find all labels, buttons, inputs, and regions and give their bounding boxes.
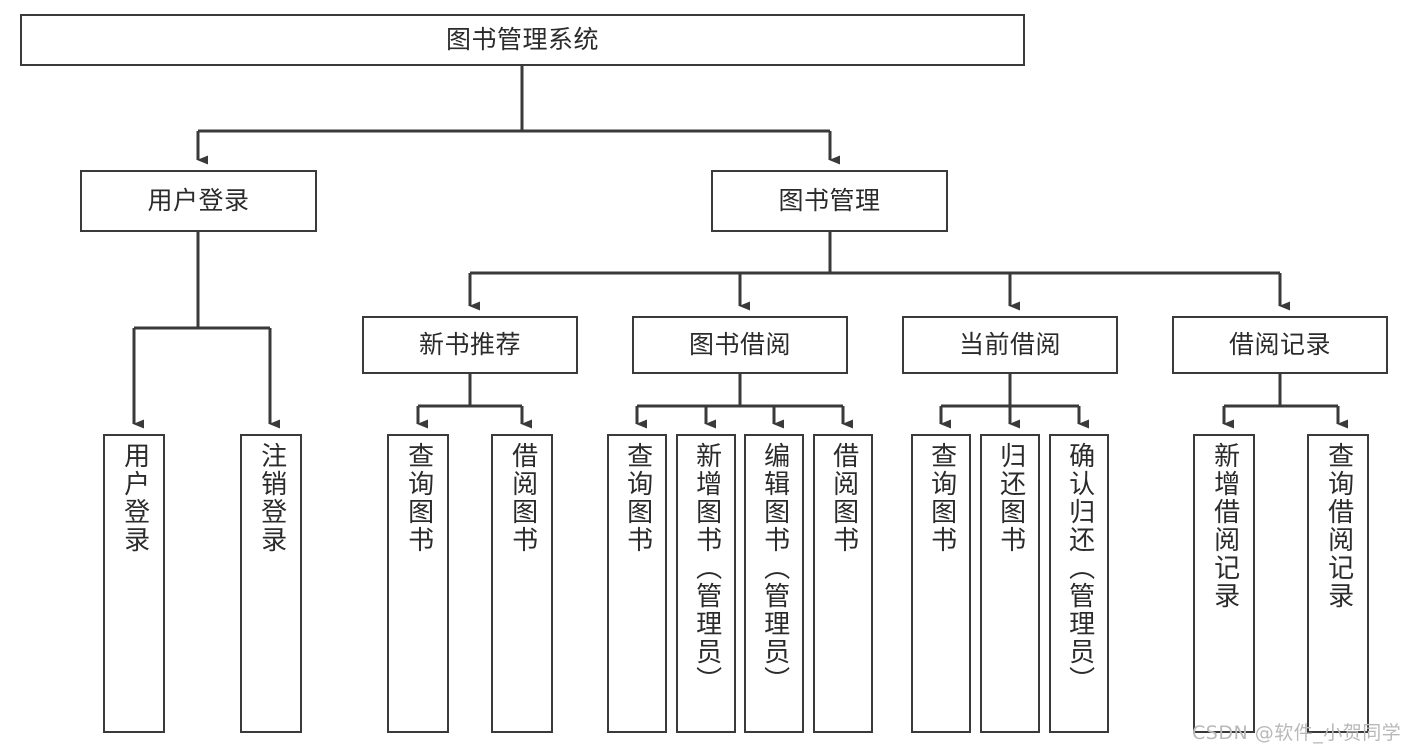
leaf-add-book-admin[interactable]: 新增图书（管理员）	[676, 434, 736, 733]
node-current-borrowing[interactable]: 当前借阅	[902, 316, 1118, 374]
leaf-label: 注销登录	[256, 442, 287, 554]
leaf-label: 查询图书	[403, 442, 434, 554]
node-label: 新书推荐	[418, 330, 521, 360]
leaf-confirm-return-admin[interactable]: 确认归还（管理员）	[1049, 434, 1109, 733]
csdn-watermark: CSDN @软件_小贺同学	[1192, 722, 1402, 744]
leaf-add-borrow-record[interactable]: 新增借阅记录	[1193, 434, 1255, 733]
leaf-label: 借阅图书	[828, 442, 859, 554]
node-label: 借阅记录	[1228, 330, 1331, 360]
node-borrow-records[interactable]: 借阅记录	[1172, 316, 1388, 374]
node-new-book-recommendation[interactable]: 新书推荐	[362, 316, 578, 374]
leaf-borrow-books-newbook[interactable]: 借阅图书	[491, 434, 553, 733]
node-label: 图书借阅	[688, 330, 791, 360]
node-root-book-management-system[interactable]: 图书管理系统	[20, 14, 1025, 66]
leaf-query-books-newbook[interactable]: 查询图书	[387, 434, 449, 733]
leaf-label: 查询借阅记录	[1323, 442, 1354, 610]
leaf-label: 用户登录	[119, 442, 150, 554]
leaf-query-books-borrow[interactable]: 查询图书	[607, 434, 667, 733]
leaf-label: 借阅图书	[507, 442, 538, 554]
node-book-borrowing[interactable]: 图书借阅	[632, 316, 848, 374]
node-book-management[interactable]: 图书管理	[711, 170, 948, 232]
node-label: 当前借阅	[958, 330, 1061, 360]
leaf-edit-book-admin[interactable]: 编辑图书（管理员）	[744, 434, 804, 733]
leaf-query-borrow-record[interactable]: 查询借阅记录	[1307, 434, 1369, 733]
leaf-label: 编辑图书（管理员）	[759, 442, 790, 694]
leaf-label: 查询图书	[622, 442, 653, 554]
leaf-label: 新增图书（管理员）	[691, 442, 722, 694]
node-label: 用户登录	[147, 186, 250, 216]
node-user-login[interactable]: 用户登录	[80, 170, 317, 232]
leaf-label: 确认归还（管理员）	[1064, 442, 1095, 694]
leaf-logout[interactable]: 注销登录	[240, 434, 302, 733]
leaf-label: 新增借阅记录	[1209, 442, 1240, 610]
leaf-return-books[interactable]: 归还图书	[980, 434, 1040, 733]
leaf-borrow-books[interactable]: 借阅图书	[813, 434, 873, 733]
leaf-query-books-current[interactable]: 查询图书	[911, 434, 971, 733]
leaf-label: 查询图书	[926, 442, 957, 554]
node-label: 图书管理	[778, 186, 881, 216]
leaf-user-login[interactable]: 用户登录	[103, 434, 165, 733]
node-label: 图书管理系统	[445, 25, 599, 55]
leaf-label: 归还图书	[995, 442, 1026, 554]
